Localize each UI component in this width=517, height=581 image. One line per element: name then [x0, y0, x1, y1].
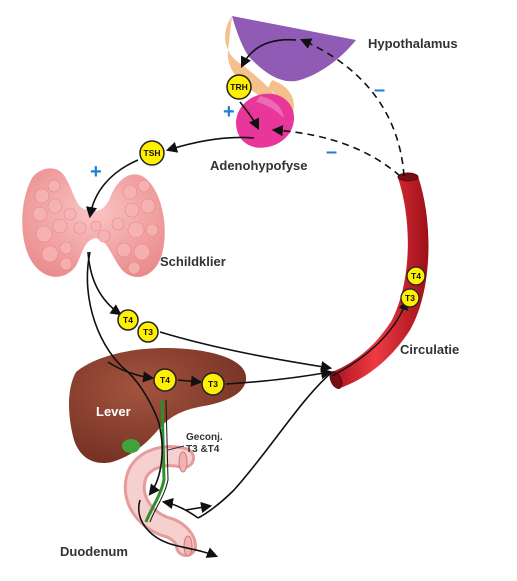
- label-lever: Lever: [96, 404, 131, 419]
- bile-duct: [144, 399, 166, 523]
- t3-vessel-badge: T3: [400, 288, 420, 308]
- arrow-thyroid-to-liver: [86, 251, 163, 496]
- arrow-vessel-upward: [331, 300, 408, 377]
- arrow-to-liver-t4: [107, 361, 155, 383]
- geconj-pointer: [167, 445, 185, 451]
- duodenum: [123, 445, 197, 557]
- t3-liver-badge: T3: [201, 372, 225, 396]
- thyroid-gland: [22, 168, 165, 277]
- svg-text:T4: T4: [123, 315, 133, 325]
- svg-text:T3: T3: [405, 293, 415, 303]
- svg-text:T4: T4: [411, 271, 421, 281]
- t4-liver-badge: T4: [153, 368, 177, 392]
- svg-text:TRH: TRH: [230, 82, 247, 92]
- t3-thyroid-badge: T3: [137, 321, 159, 343]
- svg-text:T3: T3: [143, 327, 153, 337]
- label-duodenum: Duodenum: [60, 544, 128, 559]
- svg-text:TSH: TSH: [144, 148, 161, 158]
- svg-text:T3: T3: [208, 379, 218, 389]
- arrow-liver-t4-to-t3: [177, 375, 203, 387]
- label-geconj-line1: Geconj.: [186, 432, 223, 443]
- plus-sign-tsh: +: [90, 161, 102, 183]
- arrow-thyroid-to-t4: [87, 251, 122, 316]
- arrow-liver-t3-to-vessel: [225, 368, 333, 385]
- plus-sign-trh: +: [223, 101, 235, 123]
- label-geconj-line2: T3 &T4: [186, 444, 220, 455]
- feedback-to-pituitary: [271, 125, 401, 177]
- minus-sign-hypothalamus: –: [374, 79, 385, 101]
- label-schildklier: Schildklier: [160, 254, 226, 269]
- arrow-t3-to-vessel: [159, 331, 333, 373]
- trh-badge: TRH: [226, 74, 252, 100]
- label-adenohypofyse: Adenohypofyse: [210, 158, 308, 173]
- arrow-tsh-to-thyroid: [85, 159, 139, 219]
- arrow-duodenum-exit: [138, 499, 219, 558]
- t4-thyroid-badge: T4: [117, 309, 139, 331]
- label-hypothalamus: Hypothalamus: [368, 36, 458, 51]
- gallbladder: [122, 439, 140, 453]
- label-circulatie: Circulatie: [400, 342, 459, 357]
- tsh-badge: TSH: [139, 140, 165, 166]
- minus-sign-pituitary: –: [326, 141, 337, 163]
- arrow-trh-to-pituitary: [239, 101, 260, 131]
- t4-vessel-badge: T4: [406, 266, 426, 286]
- svg-text:T4: T4: [160, 375, 170, 385]
- arrow-hypothalamus-to-trh: [240, 38, 297, 69]
- arrow-pituitary-to-tsh: [165, 136, 255, 153]
